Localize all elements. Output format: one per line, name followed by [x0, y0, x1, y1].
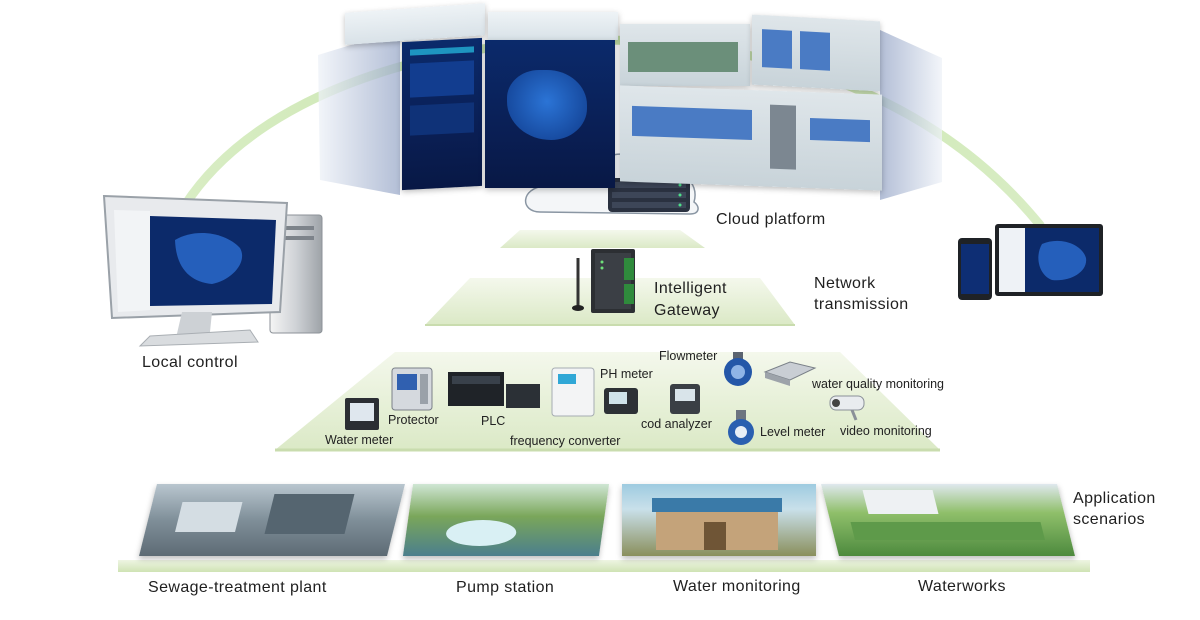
water-quality-device	[763, 361, 817, 386]
local-control-label: Local control	[142, 354, 238, 371]
water-meter-device	[345, 398, 379, 430]
level-meter-label: Level meter	[760, 425, 826, 439]
cloud-screen-header-mid	[488, 12, 618, 40]
plc-label: PLC	[481, 414, 506, 428]
flowmeter-label: Flowmeter	[659, 349, 718, 363]
cloud-platform-base	[500, 230, 705, 248]
water-meter-label: Water meter	[325, 433, 394, 447]
local-computer	[102, 194, 323, 347]
gateway-device	[572, 249, 635, 313]
water-quality-label: water quality monitoring	[812, 377, 945, 391]
scenario-image-waterworks	[821, 484, 1075, 556]
cloud-dashboard-screen-1	[402, 37, 482, 191]
scenario-label-water-monitoring: Water monitoring	[673, 578, 801, 595]
frequency-converter-label: frequency converter	[510, 434, 621, 448]
scenario-ground	[118, 560, 1090, 572]
scenario-image-pump-station	[402, 484, 610, 556]
protector-label: Protector	[388, 413, 439, 427]
network-label-line2: transmission	[814, 296, 909, 313]
right-side-panel	[880, 30, 942, 200]
gateway-label-line2: Gateway	[654, 302, 720, 319]
scenario-image-sewage-plant	[139, 484, 405, 556]
cod-analyzer-label: cod analyzer	[641, 417, 712, 431]
protector-device	[391, 367, 433, 411]
cloud-plant-screen-2	[752, 14, 880, 92]
cloud-plant-screen-1	[620, 24, 750, 86]
video-camera-device	[829, 395, 865, 421]
scenario-image-water-monitoring	[622, 484, 816, 556]
application-label-line2: scenarios	[1073, 511, 1146, 528]
cloud-dashboard-screen-2	[485, 40, 615, 188]
gateway-label-line1: Intelligent	[654, 280, 727, 297]
scenario-label-pump: Pump station	[456, 579, 555, 596]
scenario-label-waterworks: Waterworks	[918, 578, 1006, 595]
application-label-line1: Application	[1073, 490, 1156, 507]
ph-meter-device	[604, 388, 638, 414]
flowmeter-device	[724, 352, 752, 386]
video-monitoring-label: video monitoring	[840, 424, 932, 438]
cloud-platform-label: Cloud platform	[716, 211, 826, 228]
frequency-converter-device	[551, 367, 595, 417]
cloud-plant-screen-3	[620, 85, 882, 191]
network-label-line1: Network	[814, 275, 876, 292]
ph-meter-label: PH meter	[600, 367, 653, 381]
plc-device	[448, 372, 540, 408]
cod-analyzer-device	[670, 384, 700, 414]
mobile-devices	[958, 224, 1103, 300]
left-side-panel	[318, 30, 400, 195]
level-meter-device	[728, 410, 754, 445]
scenario-label-sewage: Sewage-treatment plant	[148, 579, 327, 596]
